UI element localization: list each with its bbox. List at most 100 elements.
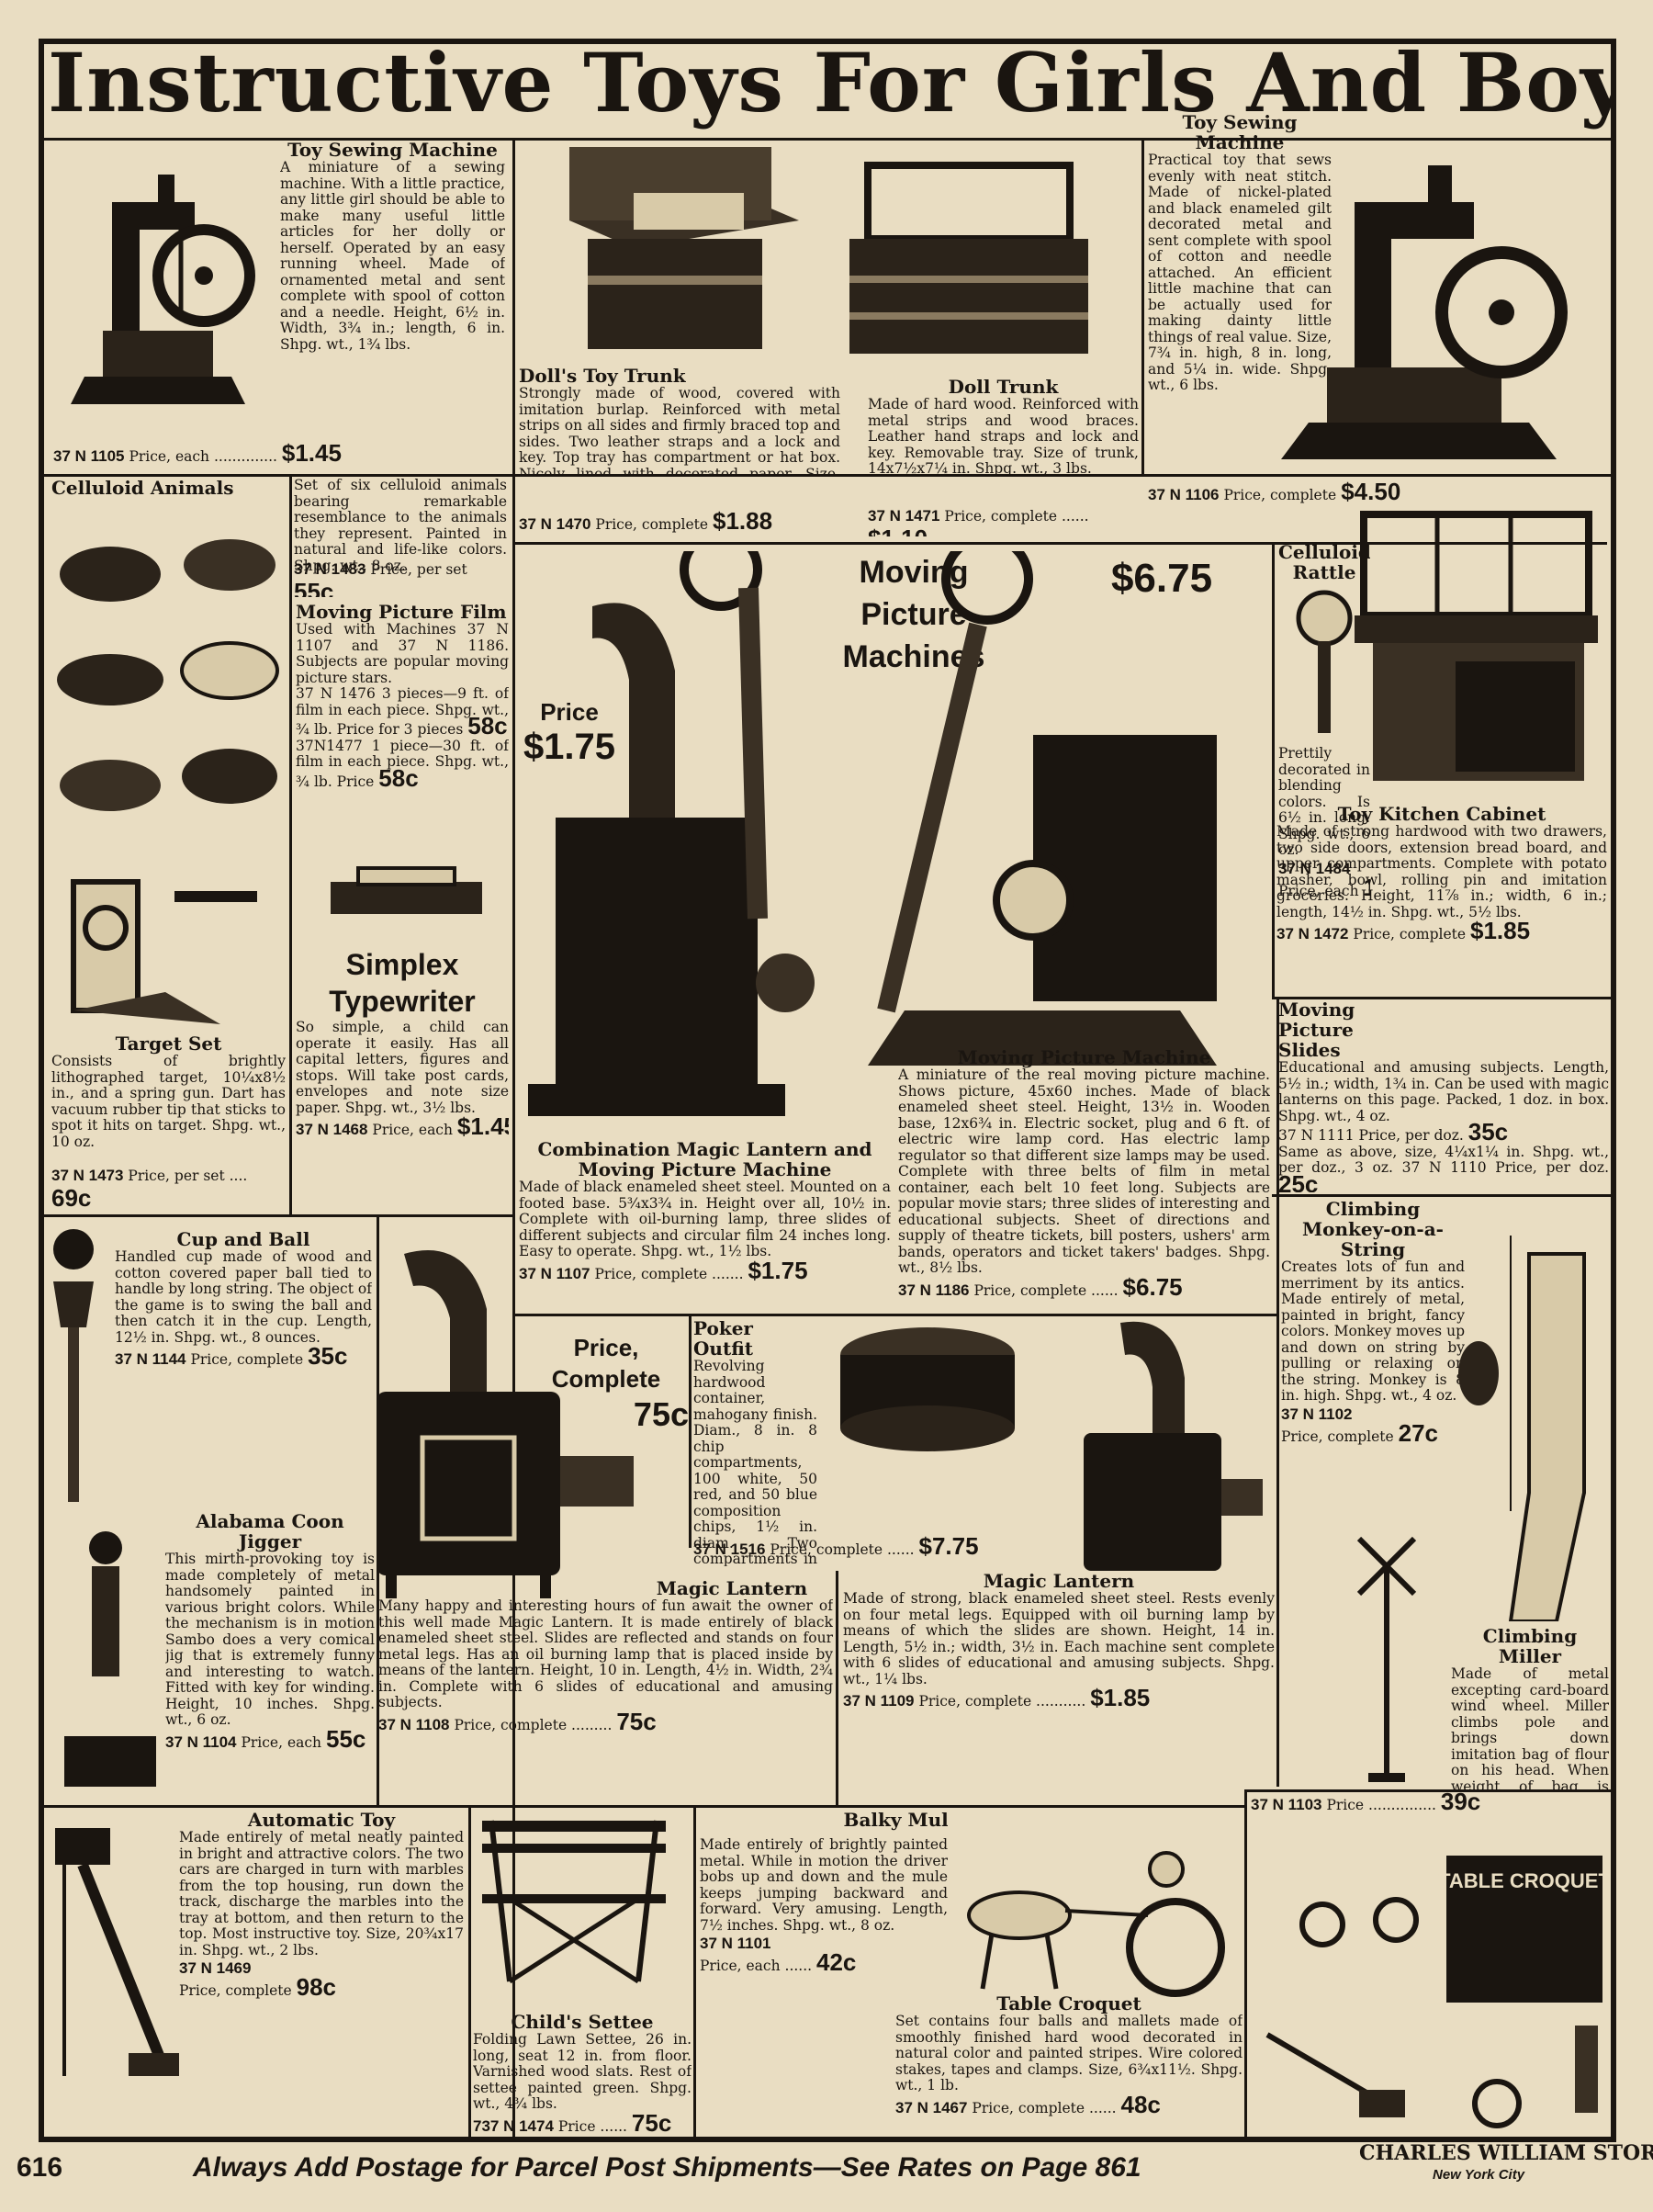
price-label: Price bbox=[1326, 1797, 1365, 1813]
table-croquet-text: Table Croquet Set contains four balls an… bbox=[895, 1993, 1243, 2118]
price: 75c bbox=[616, 1707, 657, 1735]
projector-illustration bbox=[528, 551, 1217, 1116]
lantern-2-title: Magic Lantern bbox=[983, 1571, 1135, 1592]
divider bbox=[1272, 997, 1612, 999]
store-city: New York City bbox=[1433, 2167, 1525, 2183]
price-label: Price, per set bbox=[370, 561, 467, 578]
catalog-number: 37 N 1469 bbox=[179, 1959, 252, 1977]
price: $1.88 bbox=[713, 507, 773, 535]
automatic-toy-text: Automatic Toy Made entirely of metal nea… bbox=[179, 1810, 464, 2136]
catalog-number: 37 N 1108 bbox=[378, 1715, 450, 1733]
divider bbox=[836, 1571, 838, 1805]
lantern-2-desc: Made of strong, black enameled sheet ste… bbox=[843, 1590, 1275, 1687]
price-label: Price, complete bbox=[973, 1281, 1087, 1299]
doll-trunk-text: Doll Trunk Made of hard wood. Reinforced… bbox=[868, 377, 1139, 505]
poker-outfit-illustration bbox=[840, 1327, 1015, 1451]
price-label: Price, complete bbox=[918, 1693, 1032, 1710]
divider bbox=[1141, 138, 1144, 474]
price-label: Price, per set bbox=[128, 1168, 225, 1184]
divider bbox=[44, 1805, 1247, 1808]
typewriter-illustration bbox=[331, 866, 482, 914]
divider bbox=[44, 1214, 512, 1217]
climbing-monkey-illustration bbox=[1458, 1236, 1586, 1621]
price-label: Price, complete bbox=[179, 1982, 292, 1999]
rattle-text: Celluloid Rattle Prettily decorated in b… bbox=[1278, 542, 1370, 992]
poker-text: Poker Outfit Revolving hardwood containe… bbox=[693, 1318, 817, 1566]
combo-desc: Made of black enameled sheet steel. Moun… bbox=[519, 1179, 891, 1259]
slides-text: Moving Picture Slides Educational and am… bbox=[1278, 999, 1609, 1192]
price-label: Price, each bbox=[1278, 882, 1359, 899]
divider bbox=[514, 1314, 1276, 1316]
price-label: Price, complete bbox=[770, 1541, 883, 1558]
price-label: Price bbox=[540, 698, 599, 726]
postage-note: Always Add Postage for Parcel Post Shipm… bbox=[193, 2152, 1141, 2183]
price: 75c bbox=[631, 2108, 672, 2136]
target-set-title: Target Set bbox=[115, 1033, 222, 1055]
film-desc: Used with Machines 37 N 1107 and 37 N 11… bbox=[296, 621, 509, 686]
divider bbox=[1244, 1789, 1247, 2138]
price: $1.45 bbox=[281, 439, 342, 467]
sewing-machine-1-text: Toy Sewing Machine A miniature of a sewi… bbox=[280, 140, 505, 466]
price-label: Price bbox=[557, 2117, 596, 2135]
slides-desc: Educational and amusing subjects. Length… bbox=[1278, 1059, 1609, 1124]
lantern-2-text: Magic Lantern Made of strong, black enam… bbox=[843, 1571, 1275, 1711]
price-label: Price, each bbox=[700, 1958, 781, 1974]
divider bbox=[1244, 1789, 1611, 1792]
price: 58c bbox=[467, 712, 508, 739]
catalog-number: 37 N 1484 bbox=[1278, 859, 1351, 877]
catalog-number: 37 N 1103 bbox=[1251, 1796, 1322, 1813]
price: $7.75 bbox=[918, 1532, 979, 1560]
catalog-number: 37 N 1101 bbox=[700, 1935, 771, 1952]
table-croquet-desc: Set contains four balls and mallets made… bbox=[895, 2013, 1243, 2094]
monkey-text: Climbing Monkey-on-a-String Creates lots… bbox=[1281, 1199, 1465, 1511]
catalog-number: 737 N 1474 bbox=[473, 2116, 554, 2135]
price-value: 75c bbox=[633, 1395, 689, 1433]
poker-title: Poker Outfit bbox=[693, 1318, 753, 1360]
settee-title: Child's Settee bbox=[511, 2012, 654, 2033]
dolls-trunk-order: 37 N 1470 Price, complete $1.88 bbox=[519, 507, 831, 536]
price: $1.10 bbox=[868, 525, 928, 536]
catalog-number: 37 N 1467 bbox=[895, 2098, 968, 2116]
lantern-1-desc: Many happy and interesting hours of fun … bbox=[378, 1597, 833, 1710]
price-value: $1.75 bbox=[523, 727, 616, 767]
mpm-title: Moving Picture Machine bbox=[957, 1047, 1211, 1068]
price-label: Price, complete bbox=[972, 2099, 1085, 2116]
settee-illustration bbox=[482, 1820, 666, 1984]
kitchen-cabinet-desc: Made of strong hardwood with two drawers… bbox=[1276, 823, 1607, 920]
alabama-jigger-desc: This mirth-provoking toy is made complet… bbox=[165, 1551, 375, 1728]
typewriter-title-1: Simplex bbox=[345, 948, 459, 981]
catalog-number: 37 N 1102 bbox=[1281, 1405, 1353, 1423]
catalog-number: 37 N 1516 bbox=[693, 1540, 766, 1558]
price: 98c bbox=[296, 1973, 336, 2001]
price: 55c bbox=[294, 578, 334, 597]
price-label: Price, complete bbox=[594, 1265, 708, 1282]
climbing-miller-order: 37 N 1103 Price ............... 39c bbox=[1251, 1791, 1609, 1846]
page-frame bbox=[39, 39, 1616, 2142]
price-675-callout: $6.75 bbox=[1102, 556, 1221, 611]
catalog-number: 37 N 1144 bbox=[115, 1350, 186, 1368]
price-label: Price, complete bbox=[1281, 1428, 1394, 1445]
climbing-miller-desc: Made of metal excepting card-board wind … bbox=[1451, 1665, 1609, 1791]
price-label: Price, complete bbox=[1223, 487, 1337, 503]
combo-text: Combination Magic Lantern and Moving Pic… bbox=[519, 1139, 891, 1284]
cup-and-ball-illustration bbox=[53, 1229, 94, 1502]
kitchen-cabinet-title: Toy Kitchen Cabinet bbox=[1337, 804, 1546, 825]
table-croquet-illustration: TABLE CROQUET bbox=[1265, 1856, 1607, 2128]
doll-trunk-illustration bbox=[849, 162, 1088, 354]
target-set-order: 37 N 1473 Price, per set .... 69c bbox=[51, 1167, 248, 1212]
price-175-callout: Price $1.75 bbox=[519, 698, 620, 790]
price: 39c bbox=[1440, 1791, 1481, 1815]
doll-trunk-order: 37 N 1471 Price, complete ...... $1.10 bbox=[868, 507, 1139, 537]
divider bbox=[289, 474, 292, 1214]
divider bbox=[468, 1805, 471, 2138]
catalog-number: 37 N 1105 bbox=[53, 447, 125, 465]
settee-text: Child's Settee Folding Lawn Settee, 26 i… bbox=[473, 2012, 692, 2136]
settee-desc: Folding Lawn Settee, 26 in. long, seat 1… bbox=[473, 2031, 692, 2112]
cup-and-ball-desc: Handled cup made of wood and cotton cove… bbox=[115, 1248, 372, 1346]
divider bbox=[689, 1314, 692, 1548]
price-label: Price, complete bbox=[595, 516, 709, 533]
typewriter-title-2: Typewriter bbox=[329, 985, 476, 1018]
sewing-machine-illustration bbox=[1281, 165, 1568, 459]
page-number: 616 bbox=[17, 2152, 63, 2183]
price: 69c bbox=[51, 1184, 92, 1211]
